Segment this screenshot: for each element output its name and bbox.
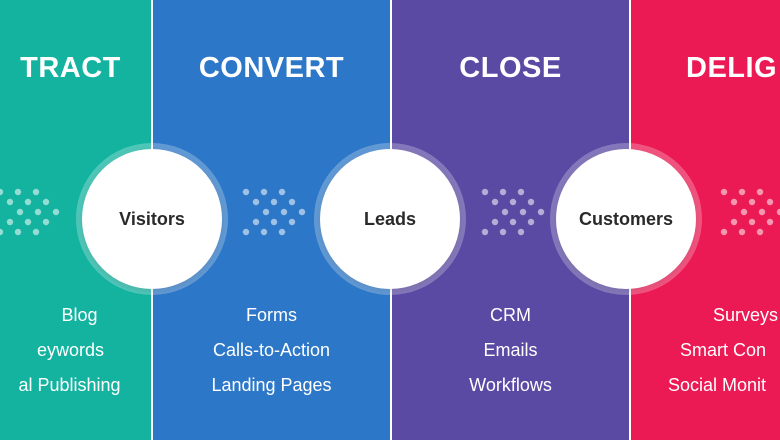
dotted-chevron-arrow-icon xyxy=(0,188,60,236)
transition-circle-leads: Leads xyxy=(320,149,460,289)
stage-items-close: CRM Emails Workflows xyxy=(392,302,629,407)
stage-items-convert: Forms Calls-to-Action Landing Pages xyxy=(153,302,390,407)
transition-label: Leads xyxy=(363,208,417,229)
stage-item: Forms xyxy=(246,305,297,325)
transition-circle-visitors: Visitors xyxy=(82,149,222,289)
stage-item: Blog xyxy=(61,305,98,325)
stage-item: eywords xyxy=(36,340,105,360)
stage-items-delight: Surveys Smart Con Social Monit xyxy=(631,302,780,407)
stage-item: Landing Pages xyxy=(211,375,332,395)
stage-item: Social Monit xyxy=(668,375,767,395)
stage-item: Emails xyxy=(483,340,538,360)
stage-item: CRM xyxy=(490,305,531,325)
stage-title-delight: DELIG xyxy=(686,52,778,84)
stage-item: Workflows xyxy=(469,375,552,395)
stage-title-convert: CONVERT xyxy=(198,52,345,84)
dotted-chevron-arrow-icon xyxy=(720,188,780,236)
stage-item: Calls-to-Action xyxy=(212,340,331,360)
transition-label: Customers xyxy=(578,208,674,229)
dotted-chevron-arrow-icon xyxy=(481,188,545,236)
stage-items-attract: Blog eywords al Publishing xyxy=(0,302,151,407)
stage-title-attract: TRACT xyxy=(20,52,121,84)
stage-item: al Publishing xyxy=(18,375,121,395)
stage-item: Smart Con xyxy=(680,340,767,360)
transition-label: Visitors xyxy=(119,208,185,229)
transition-circle-customers: Customers xyxy=(556,149,696,289)
stage-item: Surveys xyxy=(713,305,779,325)
stage-title-close: CLOSE xyxy=(459,52,562,84)
dotted-chevron-arrow-icon xyxy=(242,188,306,236)
